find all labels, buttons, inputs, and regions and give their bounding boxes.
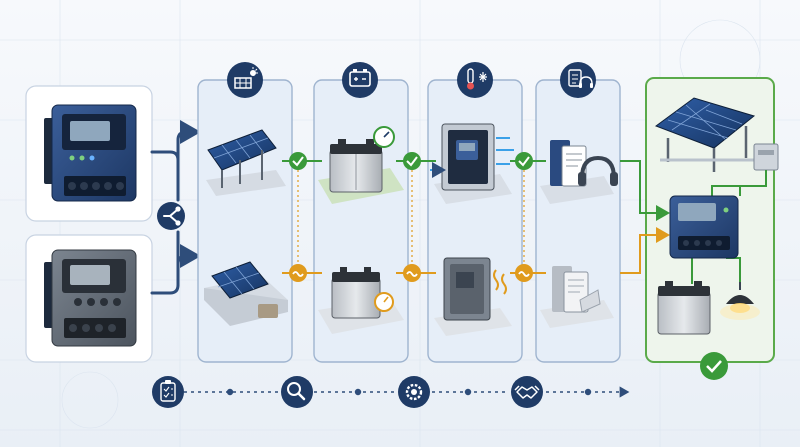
status-check-stage-3 xyxy=(515,152,533,170)
status-partial-stage-2 xyxy=(403,264,421,282)
blue-controller-icon xyxy=(44,104,137,202)
ventilated-enclosure-icon xyxy=(430,123,514,204)
heat-exposed-enclosure-icon xyxy=(434,257,512,336)
handshake-icon xyxy=(511,376,543,408)
controller-card-blue xyxy=(25,85,153,222)
final-solar-array-icon xyxy=(654,97,760,172)
thermometer-snowflake-icon xyxy=(457,62,493,98)
document-support-icon xyxy=(560,62,596,98)
status-check-stage-2 xyxy=(403,152,421,170)
magnifier-icon xyxy=(281,376,313,408)
status-partial-stage-3 xyxy=(515,264,533,282)
gear-icon xyxy=(398,376,430,408)
ground-mount-solar-array-icon xyxy=(206,129,286,196)
junction-box-icon xyxy=(753,143,779,171)
pendant-lamp-icon xyxy=(720,282,760,320)
split-node xyxy=(157,202,185,230)
status-partial-stage-1 xyxy=(289,264,307,282)
deep-cycle-battery-icon xyxy=(318,126,404,204)
bottom-path-connectors xyxy=(282,227,670,274)
vertical-dotted-links xyxy=(297,170,525,264)
final-charge-controller-icon xyxy=(669,195,739,259)
split-connector xyxy=(150,120,201,295)
standard-battery-icon xyxy=(318,267,404,334)
clipboard-checklist-icon xyxy=(152,376,184,408)
battery-icon xyxy=(342,62,378,98)
solar-panel-sun-icon xyxy=(227,62,263,98)
manual-headset-icon xyxy=(540,140,618,204)
final-status-check xyxy=(700,352,728,380)
status-check-stage-1 xyxy=(289,152,307,170)
process-timeline-line xyxy=(184,386,630,398)
top-path-connectors xyxy=(282,160,670,221)
controller-card-gray xyxy=(25,234,153,363)
gray-controller-icon xyxy=(44,249,137,347)
final-battery-icon xyxy=(657,281,711,335)
rooftop-solar-array-icon xyxy=(204,261,288,326)
basic-document-icon xyxy=(540,266,614,328)
fork-icon xyxy=(163,206,181,226)
